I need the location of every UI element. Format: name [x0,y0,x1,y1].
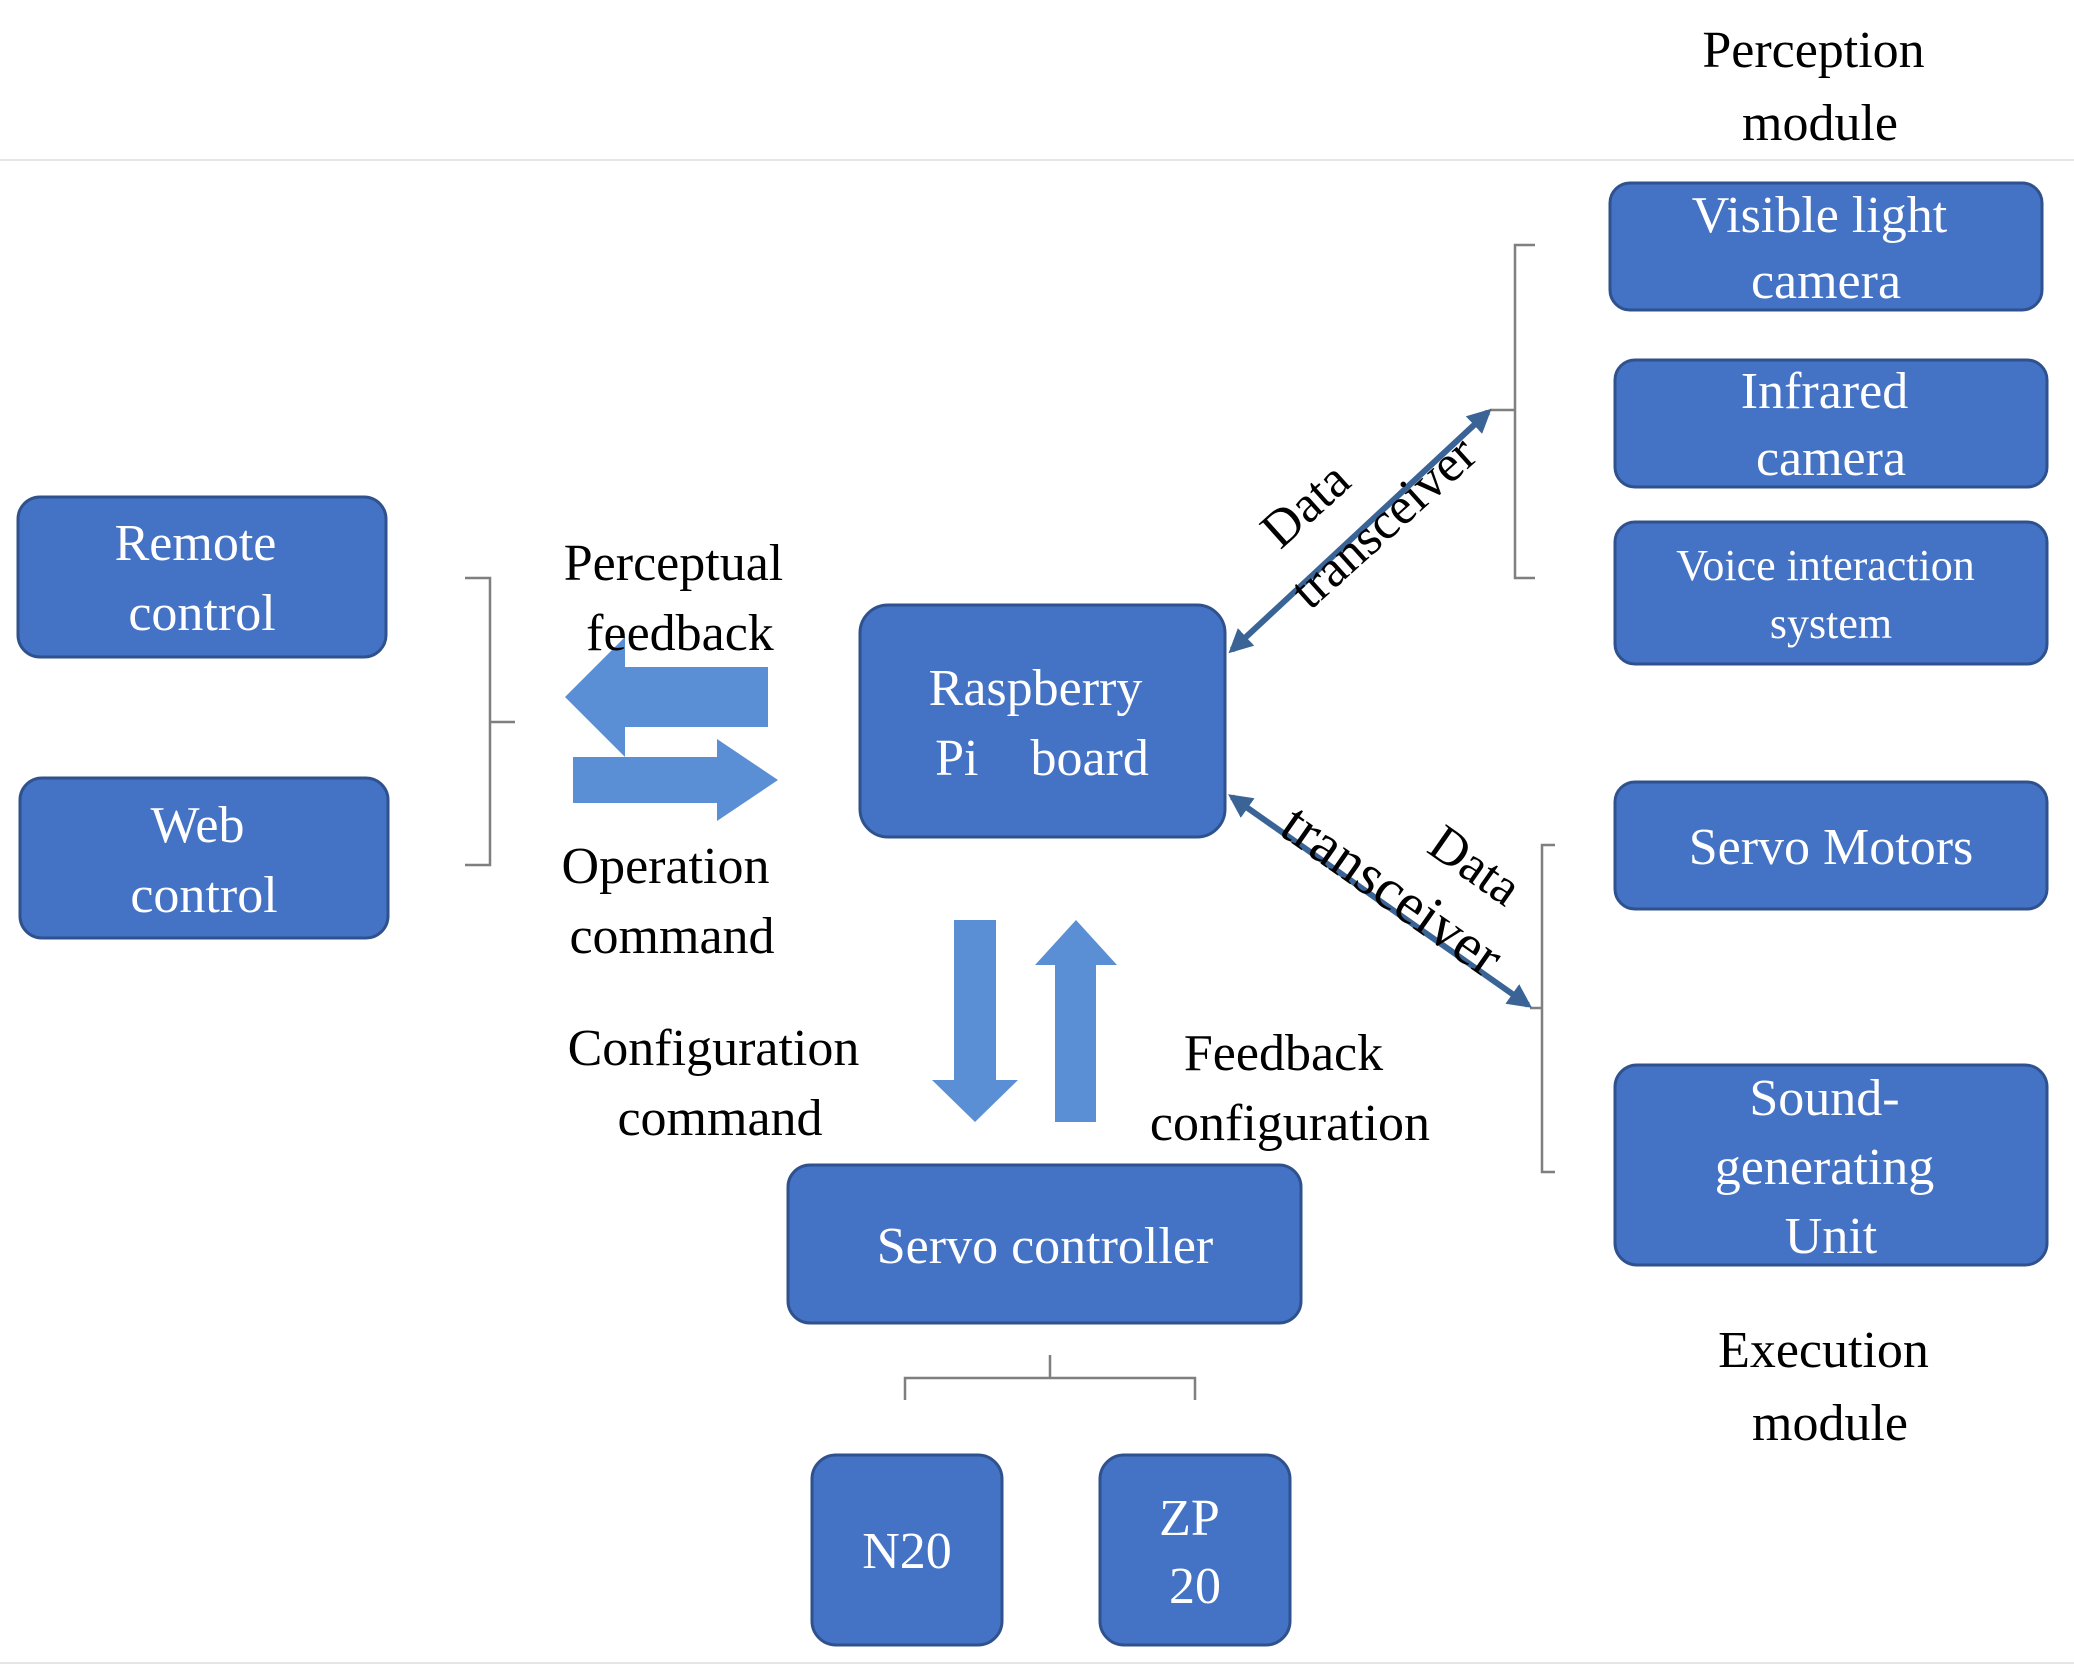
operation-command-label: Operation command [562,838,783,965]
infrared-camera-box [1613,358,2049,489]
raspberry-pi-box [858,603,1227,839]
left-control-bracket [465,576,515,867]
motor-bracket [903,1355,1197,1400]
sound-unit-box [1613,1063,2049,1267]
execution-bracket [1530,843,1555,1174]
data-transceiver-upper-arrow [1228,408,1492,654]
servo-motors-label: Servo Motors [1689,819,1974,876]
perception-module-title: Perception module [1702,22,1937,152]
perceptual-feedback-label: Perceptual feedback [564,535,796,662]
zp20-label: ZP 20 [1159,1490,1231,1615]
data-transceiver-upper-label: Data transceiver [1236,377,1487,620]
perceptual-feedback-arrow [565,637,768,757]
remote-control-box [16,495,388,659]
sound-unit-label: Sound- generating Unit [1715,1070,1947,1265]
servo-controller-label: Servo controller [877,1218,1213,1275]
web-control-label: Web control [130,797,277,924]
feedback-configuration-arrow [1035,920,1117,1122]
data-transceiver-lower-arrow [1228,794,1532,1008]
n20-box [810,1453,1004,1647]
data-transceiver-lower-label: Data transceiver [1270,739,1552,990]
configuration-command-label: Configuration command [568,1020,873,1147]
voice-interaction-box [1613,520,2049,666]
visible-light-camera-label: Visible light camera [1692,187,1960,310]
web-control-box [18,776,390,940]
remote-control-label: Remote control [115,515,290,642]
operation-command-arrow [573,739,778,821]
perception-bracket [1490,243,1535,580]
voice-interaction-label: Voice interaction system [1676,541,1986,648]
execution-module-title: Execution module [1718,1322,1942,1452]
feedback-configuration-label: Feedback configuration [1150,1025,1430,1152]
infrared-camera-label: Infrared camera [1741,363,1921,487]
configuration-command-arrow [932,920,1018,1122]
raspberry-pi-label: Raspberry Pi board [929,660,1156,787]
servo-controller-box [786,1163,1303,1325]
n20-label: N20 [862,1523,952,1580]
zp20-box [1098,1453,1292,1647]
servo-motors-box [1613,780,2049,911]
visible-light-camera-box [1608,181,2044,312]
